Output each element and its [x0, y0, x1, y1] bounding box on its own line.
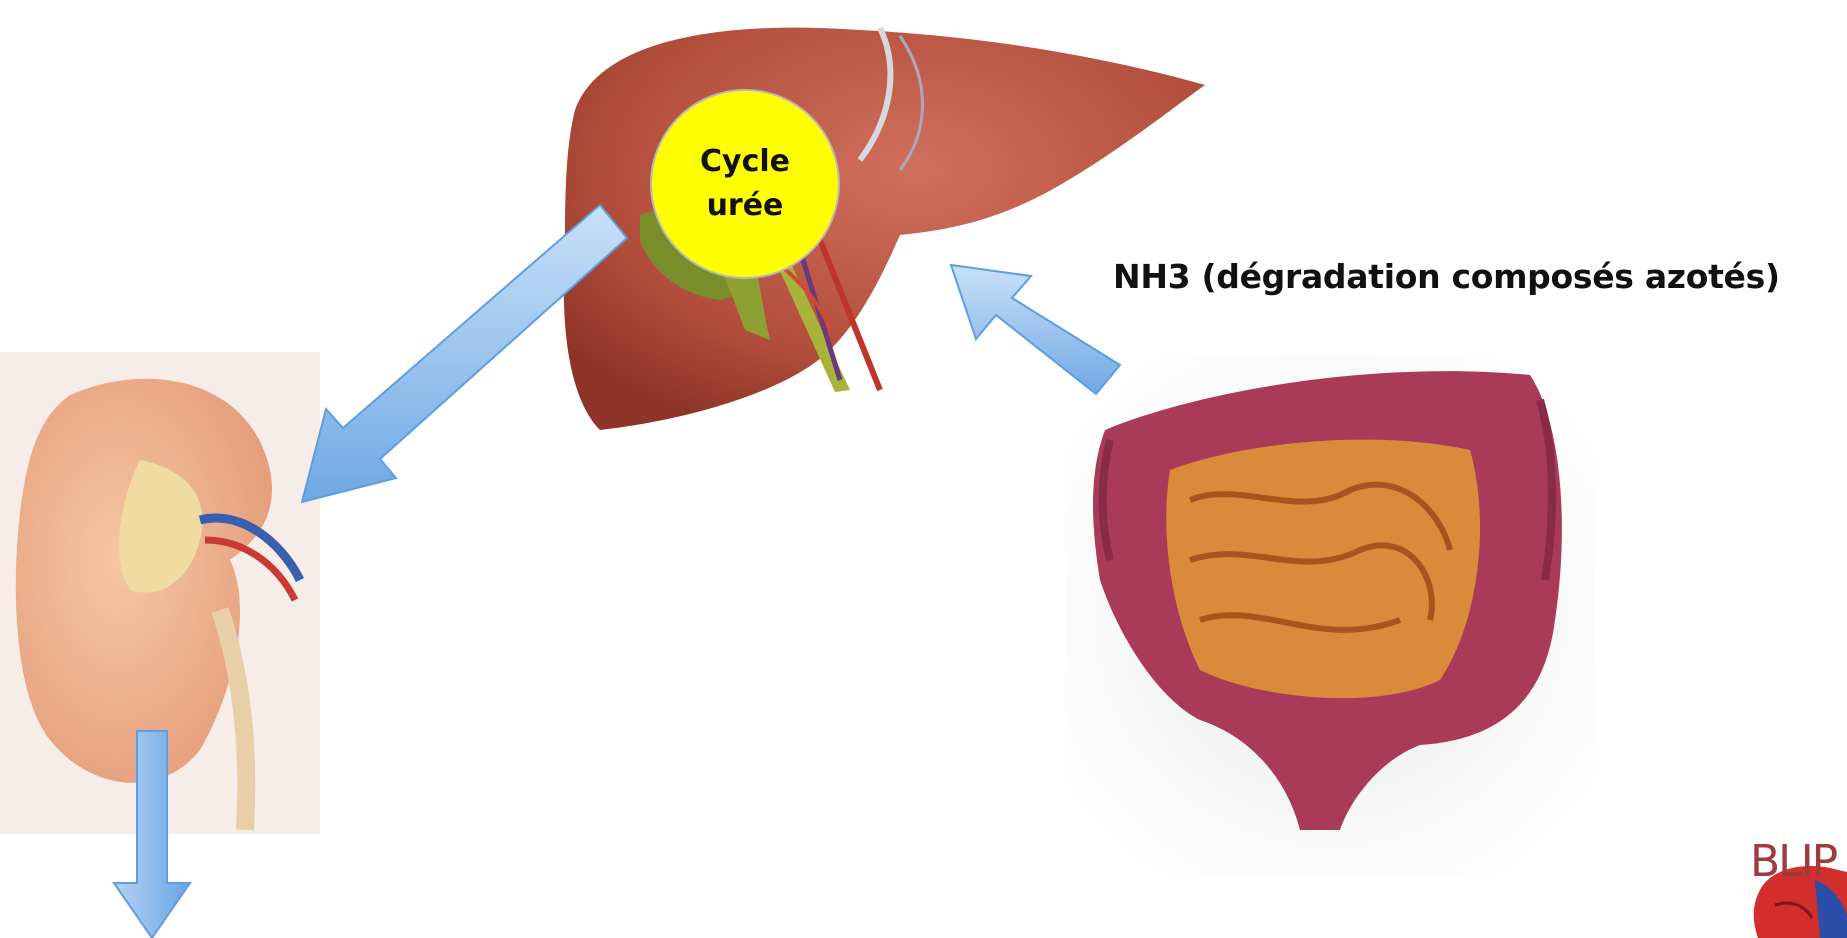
blip-logo-text: BLIP: [1750, 836, 1836, 887]
nh3-label: NH3 (dégradation composés azotés): [1113, 257, 1780, 296]
badge-line-2: urée: [707, 184, 784, 228]
arrow-intestine-to-liver: [951, 265, 1120, 394]
urea-cycle-badge: Cycle urée: [650, 89, 840, 279]
badge-line-1: Cycle: [700, 140, 790, 184]
intestine-illustration: [1065, 355, 1595, 875]
